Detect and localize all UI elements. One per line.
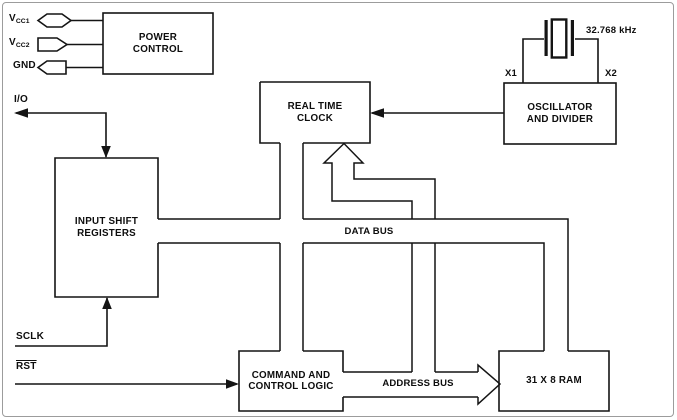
signal-lines <box>15 19 599 385</box>
oscillator-divider-label: OSCILLATOR AND DIVIDER <box>526 102 594 125</box>
pin-symbols <box>36 13 73 75</box>
power-control-label: POWER CONTROL <box>132 32 184 55</box>
sclk-wire <box>15 298 108 347</box>
rst-label: RST <box>16 361 37 372</box>
power-control-box <box>102 12 214 75</box>
crystal-wires <box>522 38 599 83</box>
rst-right-arrowhead <box>226 379 239 389</box>
ram-box <box>498 350 610 412</box>
io-down-arrowhead <box>101 146 111 158</box>
vcc1-label: VCC1 <box>9 13 30 25</box>
ram-label: 31 X 8 RAM <box>526 375 582 387</box>
crystal-frequency-label: 32.768 kHz <box>586 25 637 36</box>
gnd-pin-icon <box>36 60 67 75</box>
crystal-right-plate <box>570 20 574 56</box>
arrowheads <box>14 108 384 389</box>
input-shift-registers-box <box>54 157 159 298</box>
sclk-up-arrowhead <box>102 297 112 309</box>
address-bus-label: ADDRESS BUS <box>382 378 454 389</box>
data-bus-to-address-bus <box>411 243 436 372</box>
crystal-left-plate <box>544 20 548 56</box>
crystal-icon <box>544 18 574 59</box>
sclk-label: SCLK <box>16 331 45 342</box>
oscillator-arrowhead <box>370 108 384 118</box>
rtc-to-control-bus <box>279 143 304 351</box>
vcc1-pin-icon <box>36 13 73 28</box>
io-left-arrowhead <box>14 108 28 118</box>
io-label: I/O <box>14 94 28 105</box>
bus-outlines <box>158 142 569 406</box>
real-time-clock-label: REAL TIME CLOCK <box>287 101 343 124</box>
data-bus-label: DATA BUS <box>344 226 394 237</box>
io-wire <box>16 112 107 157</box>
data-bus-top-edge <box>158 218 569 351</box>
address-bus-edges <box>343 371 478 398</box>
gnd-label: GND <box>13 60 36 71</box>
vcc2-label: VCC2 <box>9 37 30 49</box>
data-bus-bottom-edge <box>158 242 545 351</box>
x2-label: X2 <box>605 68 618 79</box>
address-bus-arrowhead <box>477 363 502 406</box>
crystal-body <box>550 18 568 59</box>
data-bus-to-rtc-arrow <box>322 142 436 219</box>
command-control-logic-box <box>238 350 344 412</box>
command-control-logic-label: COMMAND AND CONTROL LOGIC <box>248 369 334 393</box>
input-shift-registers-label: INPUT SHIFT REGISTERS <box>74 216 139 239</box>
x1-label: X1 <box>505 68 518 79</box>
block-outlines <box>54 12 617 412</box>
real-time-clock-box <box>259 81 371 144</box>
vcc2-pin-icon <box>37 37 69 52</box>
